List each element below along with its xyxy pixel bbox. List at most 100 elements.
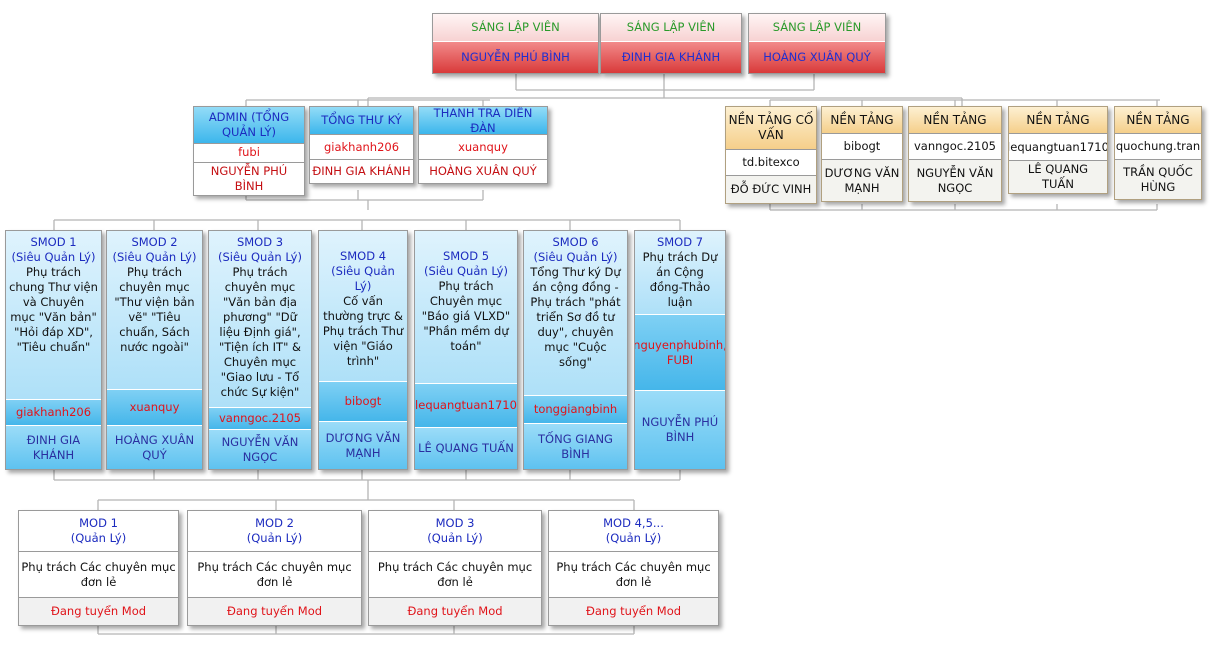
mod-status: Đang tuyển Mod [19,597,178,625]
mod-box-2: MOD 2 (Quản Lý) Phụ trách Các chuyên mục… [187,510,362,626]
smod-title: SMOD 4 [339,249,387,263]
platform-box-1: NỀN TẢNG CỐ VẤN td.bitexco ĐỖ ĐỨC VINH [725,106,817,204]
smod-description: Cố vấn thường trực & Phụ trách Thư viện … [322,294,404,368]
platform-box-4: NỀN TẢNG lequangtuan1710 LÊ QUANG TUẤN [1008,106,1108,194]
founder-box-1: SÁNG LẬP VIÊN NGUYỄN PHÚ BÌNH [432,13,599,74]
platform-name: NGUYỄN VĂN NGỌC [909,159,1001,201]
smod-title: SMOD 5 [442,249,490,263]
smod-description: Phụ trách Chuyên mục "Báo giá VLXD" "Phầ… [421,279,511,353]
mod-header: MOD 4,5... (Quản Lý) [549,511,718,551]
admin-title: ADMIN (TỔNG QUẢN LÝ) [194,107,304,143]
smod-role: (Siêu Quản Lý) [218,250,302,264]
platform-name: DƯƠNG VĂN MẠNH [822,159,902,201]
founder-title: SÁNG LẬP VIÊN [601,14,741,41]
founder-name: ĐINH GIA KHÁNH [601,41,741,73]
platform-name: LÊ QUANG TUẤN [1009,160,1107,193]
smod-username: giakhanh206 [6,399,101,425]
platform-title: NỀN TẢNG [1009,107,1107,134]
mod-description: Phụ trách Các chuyên mục đơn lẻ [188,551,361,597]
mod-header: MOD 1 (Quản Lý) [19,511,178,551]
platform-name: ĐỖ ĐỨC VINH [726,175,816,203]
platform-username: quochung.tran [1115,133,1201,159]
platform-username: vanngoc.2105 [909,133,1001,159]
founder-name: HOÀNG XUÂN QUÝ [749,41,885,73]
smod-username: bibogt [319,381,407,421]
smod-description: Phụ trách Dự án Cộng đồng-Thảo luận [642,250,718,309]
smod-name: NGUYỄN VĂN NGỌC [209,429,311,469]
smod-description-block: SMOD 4 (Siêu Quản Lý) Cố vấn thường trực… [319,231,407,381]
secretary-username: giakhanh206 [310,134,413,159]
smod-username: nguyenphubinh, FUBI [635,314,725,390]
smod-name: ĐINH GIA KHÁNH [6,425,101,469]
mod-description: Phụ trách Các chuyên mục đơn lẻ [19,551,178,597]
smod-description-block: SMOD 6 (Siêu Quản Lý) Tổng Thư ký Dự án … [524,231,627,395]
smod-description-block: SMOD 3 (Siêu Quản Lý) Phụ trách chuyên m… [209,231,311,407]
secretary-box: TỔNG THƯ KÝ giakhanh206 ĐINH GIA KHÁNH [309,106,414,184]
mod-status: Đang tuyển Mod [369,597,541,625]
mod-title: MOD 1 [79,516,118,530]
founder-name: NGUYỄN PHÚ BÌNH [433,41,598,73]
mod-header: MOD 3 (Quản Lý) [369,511,541,551]
smod-box-3: SMOD 3 (Siêu Quản Lý) Phụ trách chuyên m… [208,230,312,470]
platform-title: NỀN TẢNG CỐ VẤN [726,107,816,149]
mod-title: MOD 3 [435,516,475,530]
smod-box-6: SMOD 6 (Siêu Quản Lý) Tổng Thư ký Dự án … [523,230,628,470]
founder-box-2: SÁNG LẬP VIÊN ĐINH GIA KHÁNH [600,13,742,74]
smod-name: TỐNG GIANG BÌNH [524,423,627,469]
smod-box-1: SMOD 1 (Siêu Quản Lý) Phụ trách chung Th… [5,230,102,470]
platform-title: NỀN TẢNG [909,107,1001,133]
mod-title: MOD 2 [255,516,294,530]
admin-box: ADMIN (TỔNG QUẢN LÝ) fubi NGUYỄN PHÚ BÌN… [193,106,305,196]
smod-description-block: SMOD 2 (Siêu Quản Lý) Phụ trách chuyên m… [107,231,202,389]
smod-role: (Siêu Quản Lý) [424,264,508,278]
mod-box-4: MOD 4,5... (Quản Lý) Phụ trách Các chuyê… [548,510,719,626]
inspector-title: THANH TRA DIỄN ĐÀN [419,107,547,135]
smod-name: LÊ QUANG TUẤN [415,427,517,469]
admin-username: fubi [194,142,304,162]
smod-username: tonggiangbinh [524,395,627,423]
platform-box-2: NỀN TẢNG bibogt DƯƠNG VĂN MẠNH [821,106,903,202]
mod-box-3: MOD 3 (Quản Lý) Phụ trách Các chuyên mục… [368,510,542,626]
smod-box-4: SMOD 4 (Siêu Quản Lý) Cố vấn thường trực… [318,230,408,470]
smod-username: vanngoc.2105 [209,407,311,429]
smod-description: Phụ trách chuyên mục "Thư viện bản vẽ" "… [114,265,195,354]
smod-role: (Siêu Quản Lý) [533,250,618,264]
platform-title: NỀN TẢNG [1115,107,1201,133]
smod-name: NGUYỄN PHÚ BÌNH [635,390,725,469]
founder-title: SÁNG LẬP VIÊN [433,14,598,41]
smod-description-block: SMOD 5 (Siêu Quản Lý) Phụ trách Chuyên m… [415,231,517,383]
founder-title: SÁNG LẬP VIÊN [749,14,885,41]
smod-username: xuanquy [107,389,202,425]
platform-username: bibogt [822,133,902,159]
smod-title: SMOD 1 [30,235,77,249]
smod-username: lequangtuan1710 [415,383,517,427]
mod-role: (Quản Lý) [70,531,127,545]
smod-title: SMOD 3 [236,235,284,249]
mod-description: Phụ trách Các chuyên mục đơn lẻ [549,551,718,597]
mod-role: (Quản Lý) [605,531,662,545]
mod-status: Đang tuyển Mod [549,597,718,625]
platform-username: lequangtuan1710 [1009,133,1107,160]
smod-description: Phụ trách chuyên mục "Văn bản địa phương… [219,265,301,399]
inspector-name: HOÀNG XUÂN QUÝ [419,159,547,183]
platform-box-3: NỀN TẢNG vanngoc.2105 NGUYỄN VĂN NGỌC [908,106,1002,202]
platform-box-5: NỀN TẢNG quochung.tran TRẦN QUỐC HÙNG [1114,106,1202,200]
platform-name: TRẦN QUỐC HÙNG [1115,159,1201,199]
smod-description-block: SMOD 7 Phụ trách Dự án Cộng đồng-Thảo lu… [635,231,725,314]
secretary-title: TỔNG THƯ KÝ [310,107,413,134]
mod-role: (Quản Lý) [427,531,483,545]
platform-title: NỀN TẢNG [822,107,902,133]
mod-role: (Quản Lý) [246,531,303,545]
founder-box-3: SÁNG LẬP VIÊN HOÀNG XUÂN QUÝ [748,13,886,74]
mod-box-1: MOD 1 (Quản Lý) Phụ trách Các chuyên mục… [18,510,179,626]
platform-username: td.bitexco [726,149,816,175]
mod-description: Phụ trách Các chuyên mục đơn lẻ [369,551,541,597]
mod-title: MOD 4,5... [603,516,664,530]
smod-box-7: SMOD 7 Phụ trách Dự án Cộng đồng-Thảo lu… [634,230,726,470]
smod-box-2: SMOD 2 (Siêu Quản Lý) Phụ trách chuyên m… [106,230,203,470]
smod-description: Phụ trách chung Thư viện và Chuyên mục "… [9,265,98,354]
admin-name: NGUYỄN PHÚ BÌNH [194,162,304,195]
inspector-username: xuanquy [419,134,547,159]
smod-role: (Siêu Quản Lý) [331,264,395,293]
smod-box-5: SMOD 5 (Siêu Quản Lý) Phụ trách Chuyên m… [414,230,518,470]
